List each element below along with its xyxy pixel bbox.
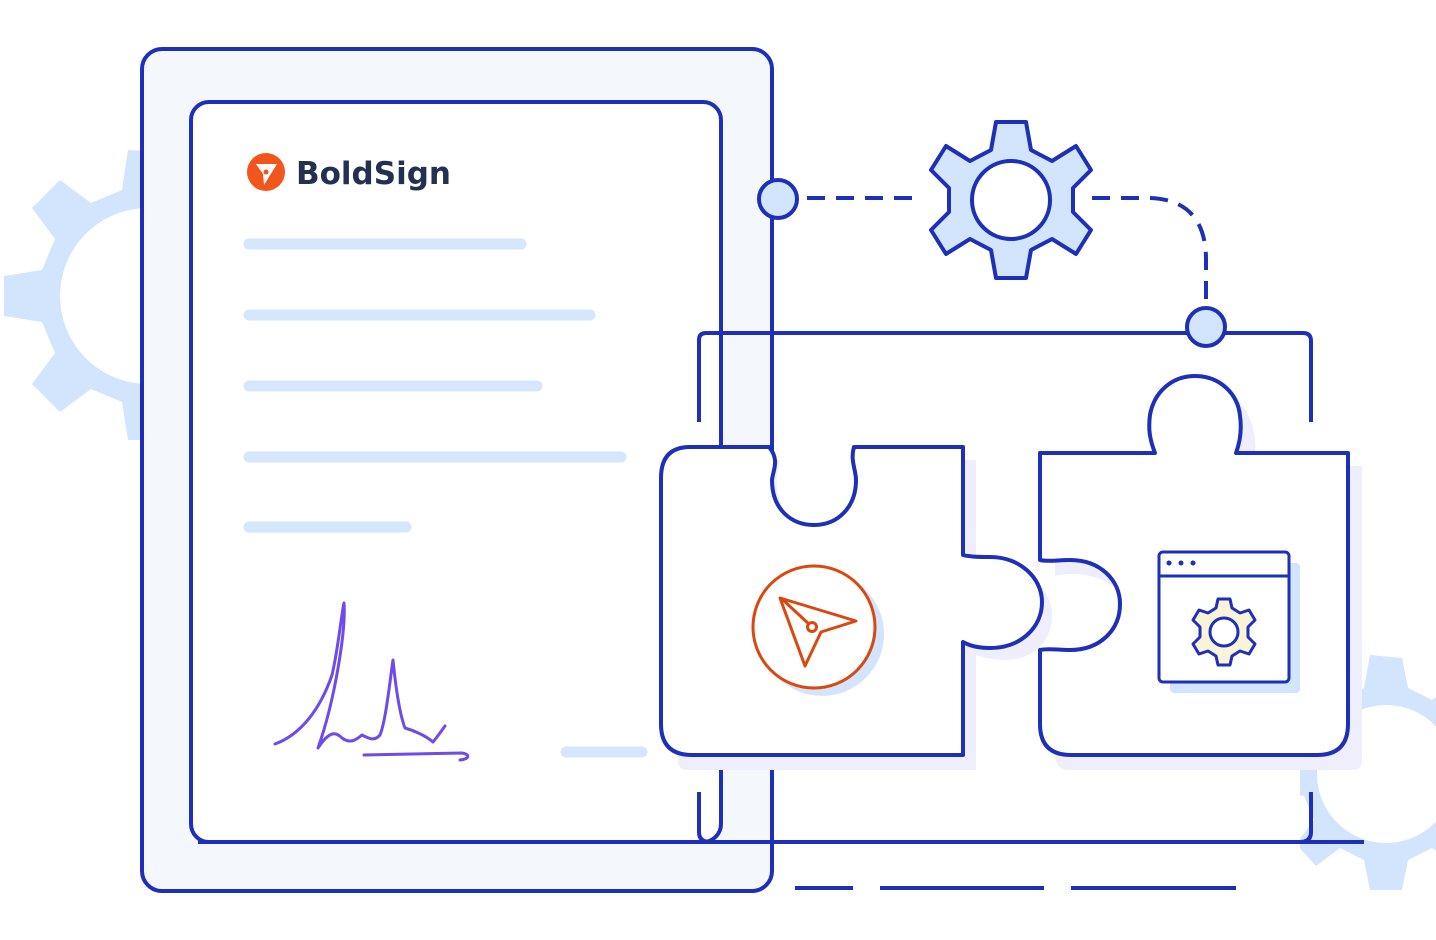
brand-name: BoldSign (296, 156, 451, 192)
document-text-lines (243, 238, 648, 758)
brand-logo: BoldSign (247, 153, 451, 192)
connector-gear-icon (929, 120, 1093, 280)
document-tablet (140, 47, 774, 893)
small-gear-icon (1191, 597, 1257, 667)
paper-plane-badge-icon (751, 564, 884, 696)
connector-node (757, 178, 799, 220)
puzzle-piece-left (659, 445, 1052, 770)
signature (273, 601, 470, 762)
background-gear-left-icon (4, 150, 142, 440)
puzzle-piece-right (1038, 374, 1362, 770)
browser-settings-badge-icon (1157, 550, 1300, 693)
boldsign-logo-icon (247, 153, 285, 191)
integration-frame (198, 331, 1364, 844)
connector-node (1185, 306, 1227, 348)
connector-path (757, 178, 1227, 348)
